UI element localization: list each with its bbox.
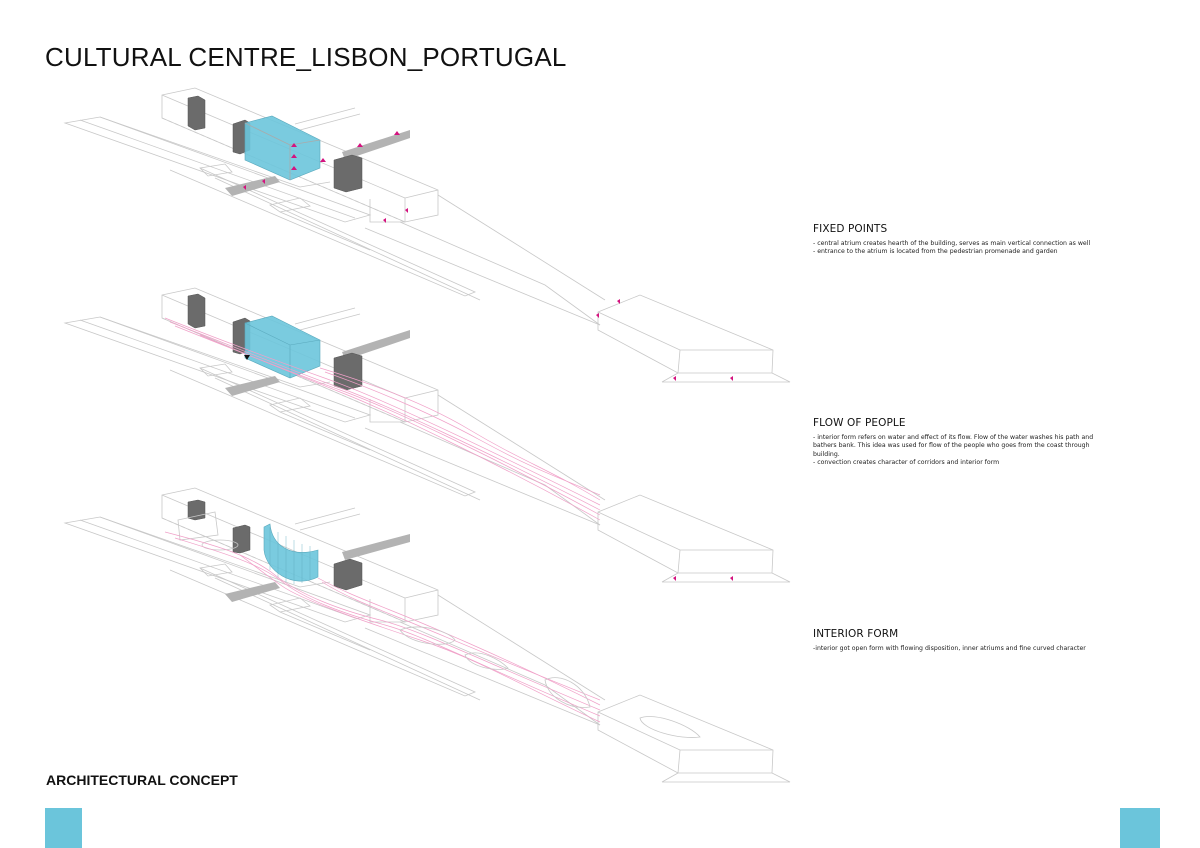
core-block bbox=[232, 524, 251, 554]
section-text-line: - convection creates character of corrid… bbox=[813, 459, 1000, 467]
section-heading: INTERIOR FORM bbox=[813, 628, 899, 640]
section-fixed-points: FIXED POINTS - central atrium creates he… bbox=[813, 223, 1113, 257]
core-block bbox=[333, 352, 363, 391]
core-block bbox=[333, 558, 363, 591]
flow-lines bbox=[164, 317, 601, 521]
fixed-points-diagram bbox=[64, 87, 791, 383]
pedestrian-crossing bbox=[225, 376, 280, 396]
core-block bbox=[333, 154, 363, 193]
core-block bbox=[187, 95, 206, 131]
section-text-line: - entrance to the atrium is located from… bbox=[813, 248, 1058, 256]
inner-atriums bbox=[399, 626, 701, 738]
pedestrian-crossing bbox=[225, 582, 280, 602]
section-text-line: -interior got open form with flowing dis… bbox=[813, 645, 1086, 652]
central-atrium bbox=[244, 115, 321, 181]
section-interior-form: INTERIOR FORM -interior got open form wi… bbox=[813, 628, 1113, 653]
section-text-line: - interior form refers on water and effe… bbox=[813, 434, 1094, 458]
garden-path bbox=[342, 330, 410, 360]
garden-path bbox=[342, 534, 410, 560]
flow-of-people-diagram bbox=[64, 287, 791, 583]
central-atrium bbox=[244, 315, 321, 379]
section-flow-of-people: FLOW OF PEOPLE - interior form refers on… bbox=[813, 417, 1113, 468]
curved-atrium bbox=[263, 523, 319, 584]
page-title: CULTURAL CENTRE_LISBON_PORTUGAL bbox=[45, 42, 567, 72]
section-heading: FLOW OF PEOPLE bbox=[813, 417, 906, 429]
section-heading: FIXED POINTS bbox=[813, 223, 888, 235]
entrance-arrows bbox=[243, 131, 733, 381]
interior-form-diagram bbox=[64, 487, 791, 783]
section-subtitle: ARCHITECTURAL CONCEPT bbox=[46, 772, 238, 788]
core-block bbox=[187, 293, 206, 329]
pedestrian-crossing bbox=[225, 176, 280, 196]
flow-lines bbox=[164, 531, 601, 723]
direction-arrow bbox=[244, 355, 250, 360]
section-text-line: - central atrium creates hearth of the b… bbox=[813, 240, 1091, 247]
garden-path bbox=[342, 130, 410, 160]
accent-square-right bbox=[1120, 808, 1160, 848]
accent-square-left bbox=[45, 808, 82, 848]
